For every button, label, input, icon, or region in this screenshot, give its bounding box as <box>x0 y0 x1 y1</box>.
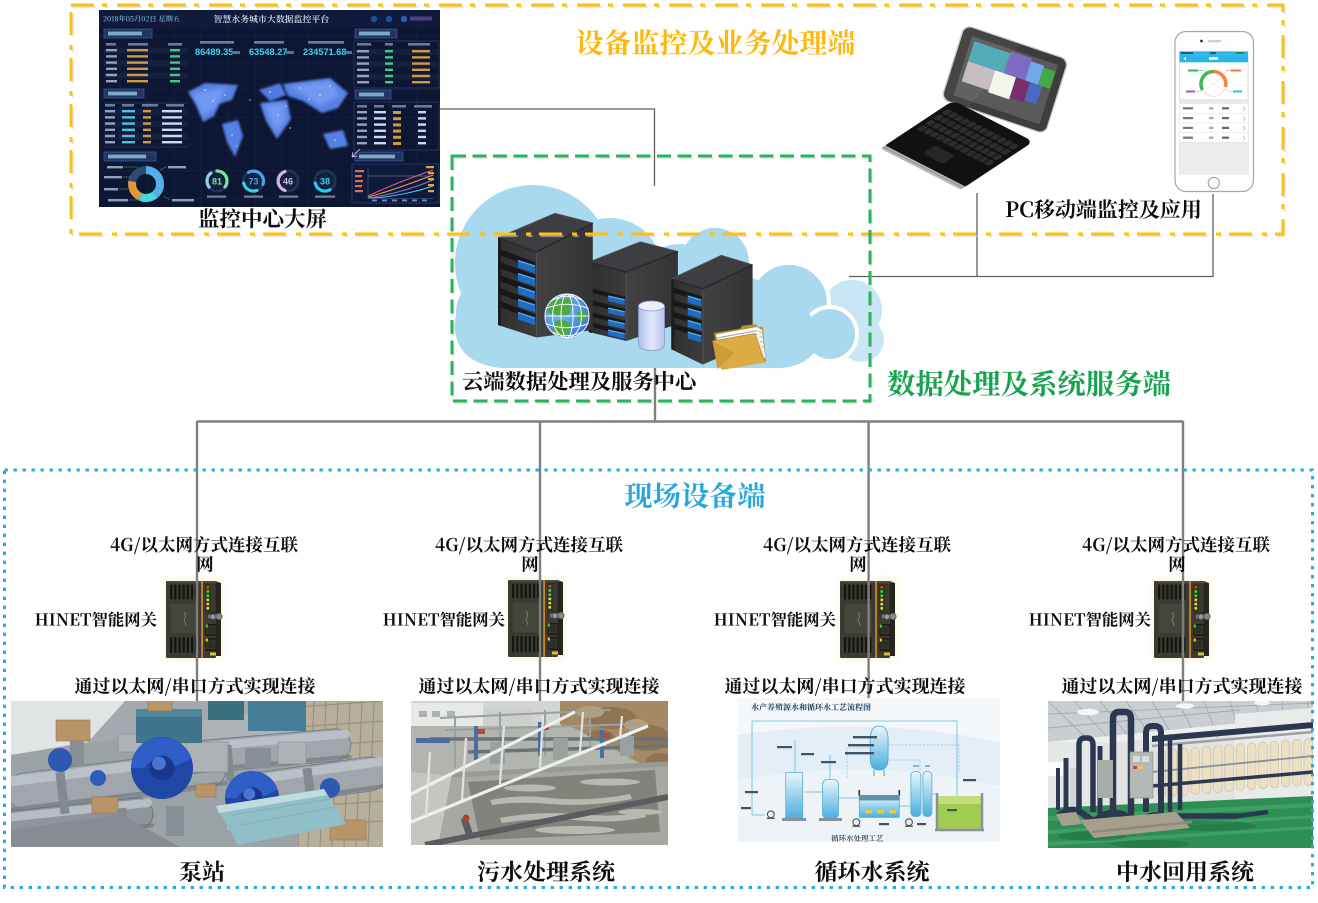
svg-text:234571.68: 234571.68 <box>303 47 346 57</box>
svg-text:73: 73 <box>248 176 258 186</box>
svg-text:38: 38 <box>320 176 330 186</box>
svg-text:86489.35: 86489.35 <box>195 47 233 57</box>
svg-text:63548.27: 63548.27 <box>249 47 287 57</box>
svg-text:46: 46 <box>283 176 293 186</box>
svg-text:81: 81 <box>212 176 222 186</box>
